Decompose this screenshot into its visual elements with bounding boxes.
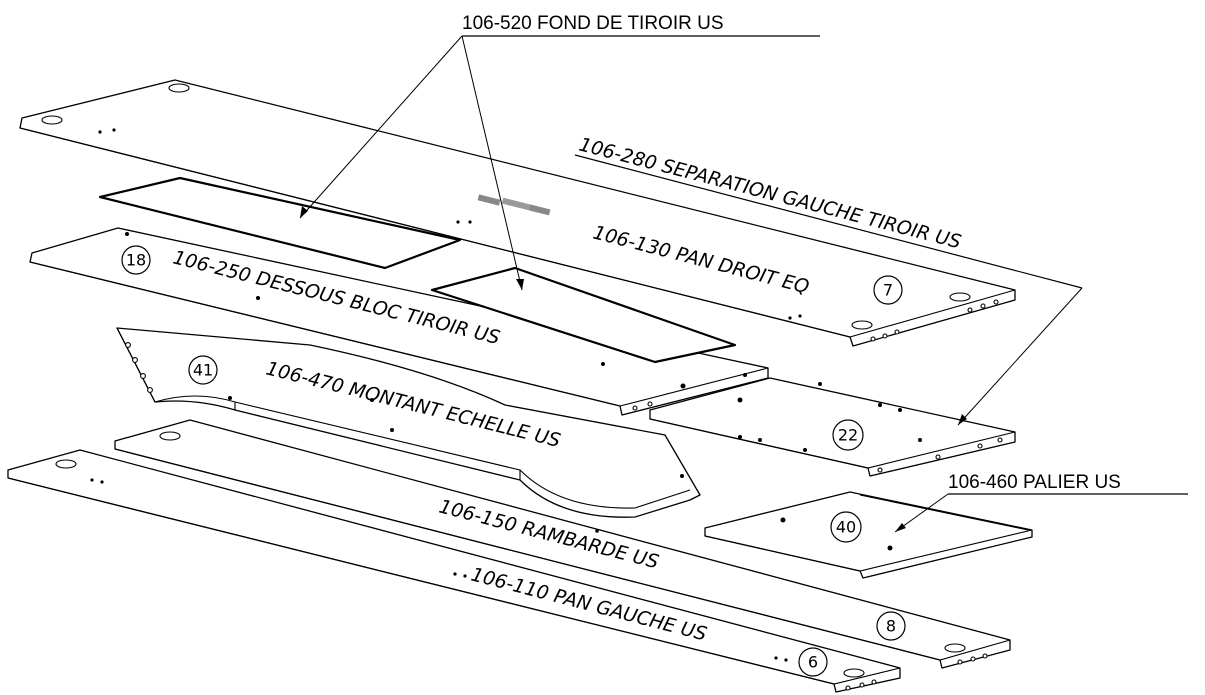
- label-fond-tiroir: 106-520 FOND DE TIROIR US: [462, 13, 724, 34]
- balloon-8: 8: [876, 611, 906, 641]
- leader-lines: [299, 35, 1188, 533]
- balloon-6: 6: [798, 647, 828, 677]
- part-montant-echelle: [116, 327, 701, 518]
- pan-droit-hole: [41, 115, 63, 125]
- balloon-41: 41: [188, 355, 218, 385]
- svg-text:7: 7: [883, 281, 893, 300]
- part-pan-droit: [19, 79, 1016, 347]
- hatch-marking: [477, 194, 551, 216]
- svg-text:8: 8: [886, 617, 896, 636]
- balloon-7: 7: [873, 275, 903, 305]
- pan-droit-hole: [168, 83, 190, 93]
- dessous-bloc-front-edge: [29, 261, 621, 407]
- part-dessous-bloc: [29, 227, 769, 416]
- fond-tiroir-sheet-left: [98, 176, 462, 270]
- pan-droit-end-edge: [849, 289, 1016, 338]
- svg-text:41: 41: [193, 361, 213, 380]
- svg-text:18: 18: [126, 251, 146, 270]
- part-22-panel: [649, 377, 1016, 477]
- palier-panel: [704, 491, 1033, 579]
- pan-droit-hole: [851, 320, 873, 330]
- svg-text:22: 22: [838, 426, 858, 445]
- balloon-18: 18: [121, 245, 151, 275]
- pan-droit-hole: [949, 292, 971, 302]
- fond-tiroir-sheet-right: [430, 266, 737, 364]
- part-rambarde: [114, 419, 1011, 669]
- balloon-22: 22: [832, 419, 864, 451]
- svg-text:6: 6: [808, 653, 818, 672]
- label-palier: 106-460 PALIER US: [948, 472, 1121, 493]
- part-pan-gauche: [7, 449, 901, 693]
- pan-droit-front-edge: [19, 127, 851, 338]
- pan-gauche-panel: [7, 449, 901, 693]
- part-palier: [704, 491, 1033, 579]
- svg-text:40: 40: [836, 518, 856, 537]
- balloon-40: 40: [830, 511, 862, 543]
- montant-panel: [116, 327, 701, 518]
